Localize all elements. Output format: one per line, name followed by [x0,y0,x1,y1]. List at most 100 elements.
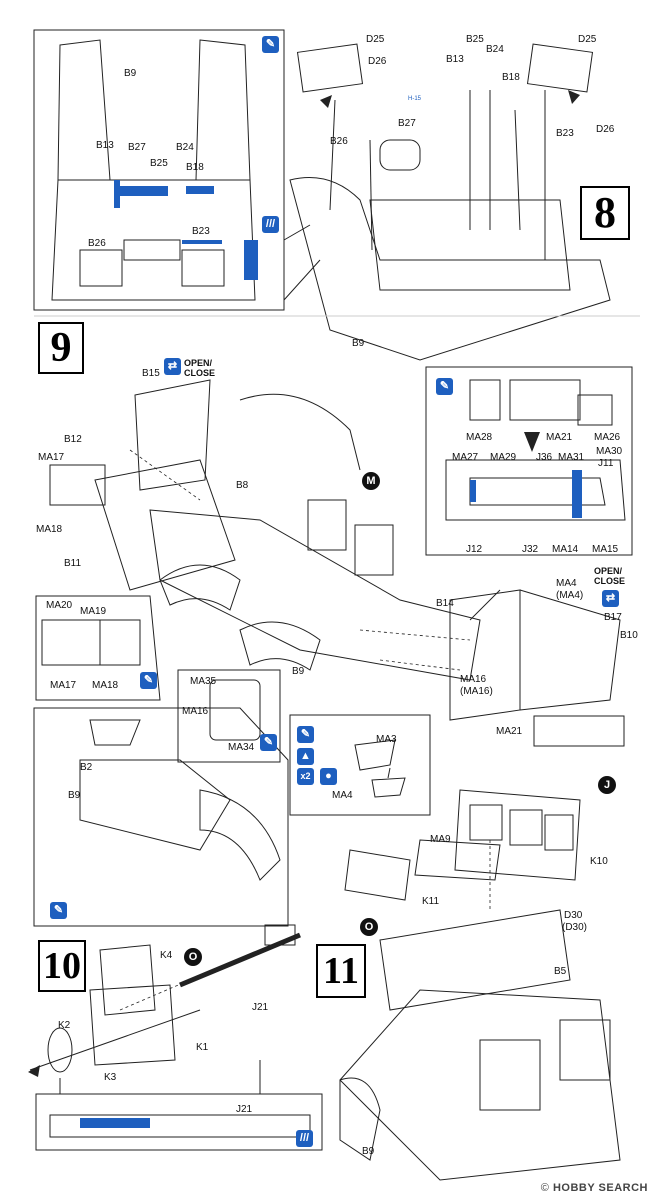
paint-icon: ✎ [262,36,279,53]
part-label: B25 [150,158,168,169]
b27-highlight [118,186,168,196]
open-close-label: OPEN/ CLOSE [184,358,216,378]
part-label: MA19 [80,606,107,617]
paint-icon: ✎ [140,672,157,689]
part-label: B9 [292,666,305,677]
part-label: MA18 [92,680,119,691]
part-label: B18 [502,72,520,83]
part-label: K2 [58,1020,71,1031]
part-label: J32 [522,544,539,555]
x2-icon: x2 [297,768,314,785]
marker-j: J [598,776,616,794]
part-label: J21 [252,1002,269,1013]
part-label: MA30 [596,446,623,457]
b23-highlight [182,240,222,244]
part-label: B13 [446,54,464,65]
drop-icon: ● [320,768,337,785]
glue-icon: ✎ [297,726,314,743]
part-label: J12 [466,544,483,555]
part-label: D30 [564,910,583,921]
part-label: B13 [96,140,114,151]
hint-small: H-15 [408,96,422,102]
part-label: MA21 [496,726,523,737]
part-label: B12 [64,434,82,445]
marker-m: M [362,472,380,490]
part-label: MA4 [556,578,577,589]
ma30-highlight [572,470,582,518]
part-label: MA9 [430,834,451,845]
part-label: B9 [68,790,81,801]
part-label: MA4 [332,790,353,801]
part-label: B23 [192,226,210,237]
part-label: MA27 [452,452,479,463]
paint-icon: ✎ [260,734,277,751]
marker-o: O [360,918,378,936]
part-label: D25 [578,34,597,45]
paint-icon: ✎ [436,378,453,395]
part-label: B11 [64,558,82,569]
b18-highlight [186,186,214,194]
part-label: B17 [604,612,622,623]
part-label: MA16 [182,706,209,717]
open-close-label: OPEN/ CLOSE [594,566,626,586]
step-9-number: 9 [38,322,84,374]
part-label: D26 [596,124,615,135]
part-label: B5 [554,966,567,977]
part-label: MA31 [558,452,585,463]
part-label: MA28 [466,432,493,443]
part-label: MA3 [376,734,397,745]
paint-icon: ✎ [50,902,67,919]
part-label: J21 [236,1104,253,1115]
part-label: B2 [80,762,93,773]
part-label: B26 [88,238,106,249]
part-label: B8 [236,480,249,491]
part-label: MA15 [592,544,619,555]
b13-highlight [114,180,120,208]
part-label: K11 [422,896,440,907]
paint-icon: /// [296,1130,313,1147]
part-label: B14 [436,598,454,609]
step-10-number: 10 [38,940,86,992]
up-icon: ▲ [297,748,314,765]
part-label: B23 [556,128,574,139]
part-label: MA21 [546,432,573,443]
part-label: B9 [124,68,137,79]
part-label: MA14 [552,544,579,555]
part-label: B15 [142,368,160,379]
part-label: B18 [186,162,204,173]
part-label: K10 [590,856,608,867]
part-label: MA26 [594,432,621,443]
part-label: B26 [330,136,348,147]
part-label: MA18 [36,524,63,535]
part-label: MA20 [46,600,73,611]
part-label: B27 [398,118,416,129]
j21-highlight [80,1118,150,1128]
part-label: B9 [352,338,365,349]
part-label: K3 [104,1072,117,1083]
part-label: K4 [160,950,173,961]
open-close-icon: ⇄ [602,590,619,607]
part-label: (D30) [562,922,588,933]
part-label: K1 [196,1042,209,1053]
part-label: D26 [368,56,387,67]
part-label: MA29 [490,452,517,463]
part-label: J36 [536,452,553,463]
part-label: J11 [598,458,614,469]
step-8-number: 8 [580,186,630,240]
part-label: B25 [466,34,484,45]
ma27-highlight [470,480,476,502]
part-label: B10 [620,630,638,641]
part-label: D25 [366,34,385,45]
part-label: B9 [362,1146,375,1157]
open-close-icon: ⇄ [164,358,181,375]
part-label: (MA16) [460,686,493,697]
paint-icon: /// [262,216,279,233]
part-label: MA34 [228,742,255,753]
part-label: (MA4) [556,590,584,601]
part-label: B27 [128,142,146,153]
part-label: MA17 [50,680,77,691]
step-11-number: 11 [316,944,366,998]
marker-o: O [184,948,202,966]
side-highlight [244,240,258,280]
